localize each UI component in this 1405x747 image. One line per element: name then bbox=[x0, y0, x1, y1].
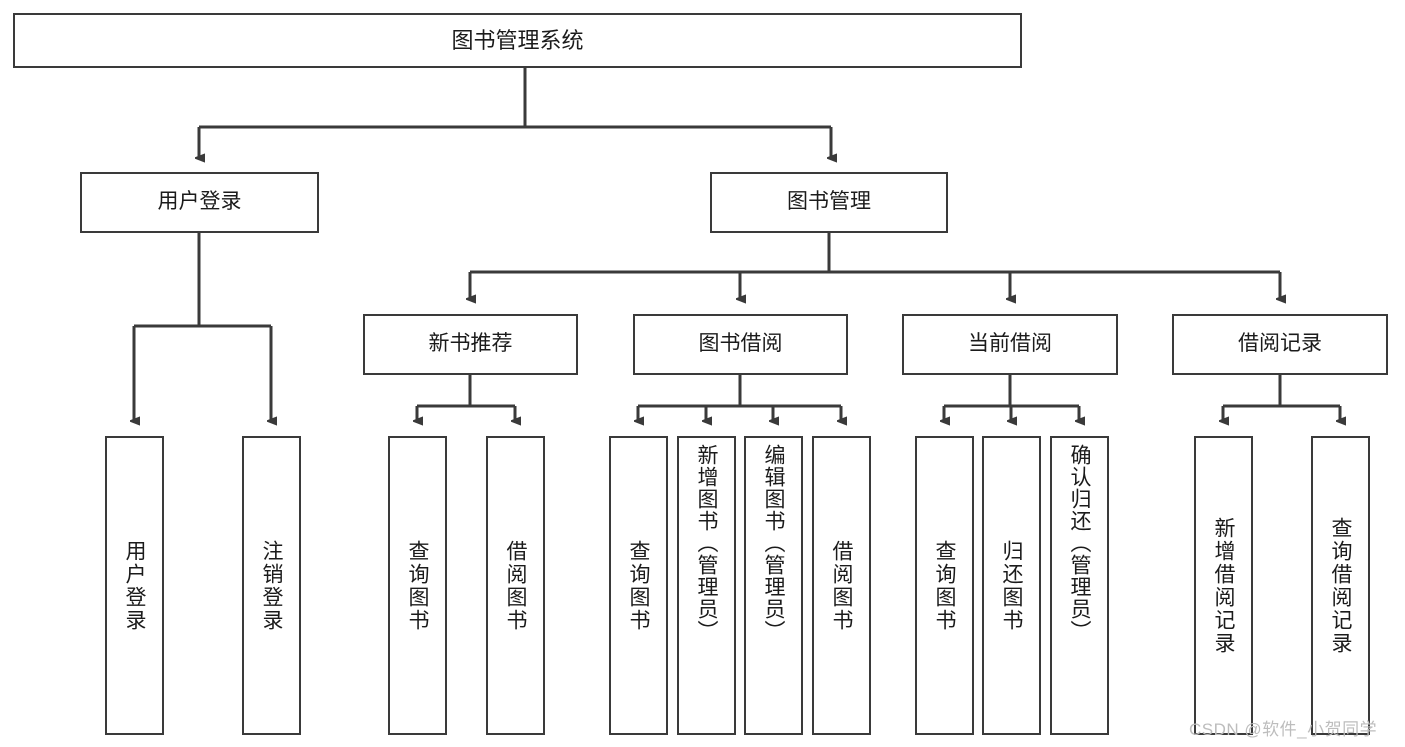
node-label: 用户登录 bbox=[157, 190, 242, 214]
node-label: 图书借阅 bbox=[698, 332, 783, 356]
node-label: 查询图书 bbox=[627, 539, 650, 632]
node-book-management[interactable]: 图书管理 bbox=[710, 172, 948, 233]
node-borrow-record[interactable]: 借阅记录 bbox=[1172, 314, 1388, 375]
csdn-watermark: CSDN @软件_小贺同学 bbox=[1189, 720, 1378, 739]
node-label: 查询图书 bbox=[933, 539, 956, 632]
leaf-borrow-query-book[interactable]: 查询图书 bbox=[609, 436, 668, 735]
leaf-user-login-logout[interactable]: 注销登录 bbox=[242, 436, 301, 735]
node-current-borrow[interactable]: 当前借阅 bbox=[902, 314, 1118, 375]
leaf-current-return-book[interactable]: 归还图书 bbox=[982, 436, 1041, 735]
leaf-user-login-login[interactable]: 用户登录 bbox=[105, 436, 164, 735]
node-label: 图书管理系统 bbox=[451, 27, 584, 53]
leaf-recommend-query-book[interactable]: 查询图书 bbox=[388, 436, 447, 735]
node-label: 用户登录 bbox=[123, 539, 146, 632]
node-label: 新增图书（管理员） bbox=[695, 444, 718, 642]
node-label: 注销登录 bbox=[260, 539, 283, 632]
leaf-borrow-add-book-admin[interactable]: 新增图书（管理员） bbox=[677, 436, 736, 735]
leaf-borrow-edit-book-admin[interactable]: 编辑图书（管理员） bbox=[744, 436, 803, 735]
node-user-login[interactable]: 用户登录 bbox=[80, 172, 319, 233]
node-label: 新书推荐 bbox=[428, 332, 513, 356]
node-label: 当前借阅 bbox=[968, 332, 1052, 356]
node-label: 图书管理 bbox=[787, 190, 871, 214]
leaf-current-confirm-return-admin[interactable]: 确认归还（管理员） bbox=[1050, 436, 1109, 735]
leaf-record-query-record[interactable]: 查询借阅记录 bbox=[1311, 436, 1370, 735]
node-label: 查询借阅记录 bbox=[1329, 516, 1352, 655]
node-label: 编辑图书（管理员） bbox=[762, 444, 785, 642]
node-label: 借阅图书 bbox=[504, 539, 527, 632]
node-label: 借阅记录 bbox=[1238, 332, 1322, 356]
node-label: 查询图书 bbox=[406, 539, 429, 632]
leaf-record-add-record[interactable]: 新增借阅记录 bbox=[1194, 436, 1253, 735]
leaf-borrow-borrow-book[interactable]: 借阅图书 bbox=[812, 436, 871, 735]
node-new-book-recommend[interactable]: 新书推荐 bbox=[363, 314, 578, 375]
node-label: 新增借阅记录 bbox=[1212, 516, 1235, 655]
leaf-current-query-book[interactable]: 查询图书 bbox=[915, 436, 974, 735]
node-label: 确认归还（管理员） bbox=[1068, 444, 1091, 642]
node-label: 借阅图书 bbox=[830, 539, 853, 632]
node-root-system[interactable]: 图书管理系统 bbox=[13, 13, 1022, 68]
node-book-borrow[interactable]: 图书借阅 bbox=[633, 314, 848, 375]
node-label: 归还图书 bbox=[1000, 539, 1023, 632]
leaf-recommend-borrow-book[interactable]: 借阅图书 bbox=[486, 436, 545, 735]
